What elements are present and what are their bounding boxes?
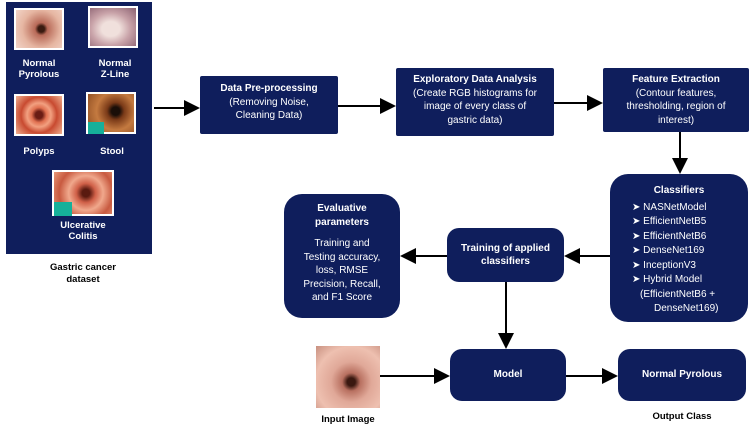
classifier-item: ➤ EfficientNetB5 [632, 216, 707, 227]
ulcerative-colitis-marker [54, 202, 72, 216]
output-caption: Output Class [652, 411, 712, 422]
classifier-item: ➤ NASNetModel [632, 201, 707, 213]
output-box: Normal Pyrolous [618, 349, 746, 401]
polyps-image [14, 94, 64, 136]
classifier-item: ➤ InceptionV3 [632, 259, 696, 271]
output-title: Normal Pyrolous [641, 369, 723, 381]
stool-image [86, 92, 136, 134]
classifier-item: ➤ EfficientNetB6 [632, 230, 707, 242]
input-caption: Input Image [321, 414, 375, 425]
feature-extraction-title: Feature Extraction [632, 74, 720, 85]
preprocessing-body: (Removing Noise, Cleaning Data) [229, 96, 309, 122]
feature-extraction-body: (Contour features, thresholding, region … [626, 87, 726, 126]
model-box: Model [450, 349, 566, 401]
classifier-list: ➤ NASNetModel ➤ EfficientNetB5 ➤ Efficie… [610, 201, 748, 317]
classifier-item-cont: (EfficientNetB6 + [640, 288, 716, 300]
dataset-caption: Gastric cancer dataset [49, 262, 116, 286]
model-title: Model [493, 369, 523, 381]
dataset-panel: Normal Pyrolous Normal Z-Line Polyps Sto… [6, 2, 152, 254]
classifier-item: ➤ Hybrid Model [632, 274, 703, 285]
evaluation-title: Evaluative parameters [315, 203, 369, 228]
preprocessing-title: Data Pre-processing [220, 83, 318, 94]
training-title: Training of applied classifiers [461, 242, 550, 268]
preprocessing-box: Data Pre-processing (Removing Noise, Cle… [200, 76, 338, 134]
evaluation-box: Evaluative parameters Training and Testi… [284, 194, 400, 318]
training-box: Training of applied classifiers [447, 228, 564, 282]
thumb-label-stool: Stool [100, 146, 124, 157]
thumb-label-polyps: Polyps [23, 146, 55, 157]
classifiers-box: Classifiers ➤ NASNetModel ➤ EfficientNet… [610, 174, 748, 322]
evaluation-body: Training and Testing accuracy, loss, RMS… [303, 238, 381, 303]
classifiers-title: Classifiers [653, 185, 705, 196]
normal-zline-image [88, 6, 138, 48]
eda-body: (Create RGB histograms for image of ever… [413, 87, 537, 126]
classifier-item-cont: DenseNet169) [654, 303, 719, 314]
eda-title: Exploratory Data Analysis [413, 74, 537, 85]
eda-box: Exploratory Data Analysis (Create RGB hi… [396, 68, 554, 136]
input-image [316, 346, 380, 408]
thumb-label-ulcerative-colitis: Ulcerative Colitis [60, 220, 106, 243]
stool-marker [88, 122, 104, 134]
thumb-label-normal-zline: Normal Z-Line [98, 58, 132, 81]
normal-pylorus-image [14, 8, 64, 50]
classifier-item: ➤ DenseNet169 [632, 245, 705, 256]
thumb-label-normal-pylorus: Normal Pyrolous [18, 58, 60, 81]
feature-extraction-box: Feature Extraction (Contour features, th… [603, 68, 749, 132]
